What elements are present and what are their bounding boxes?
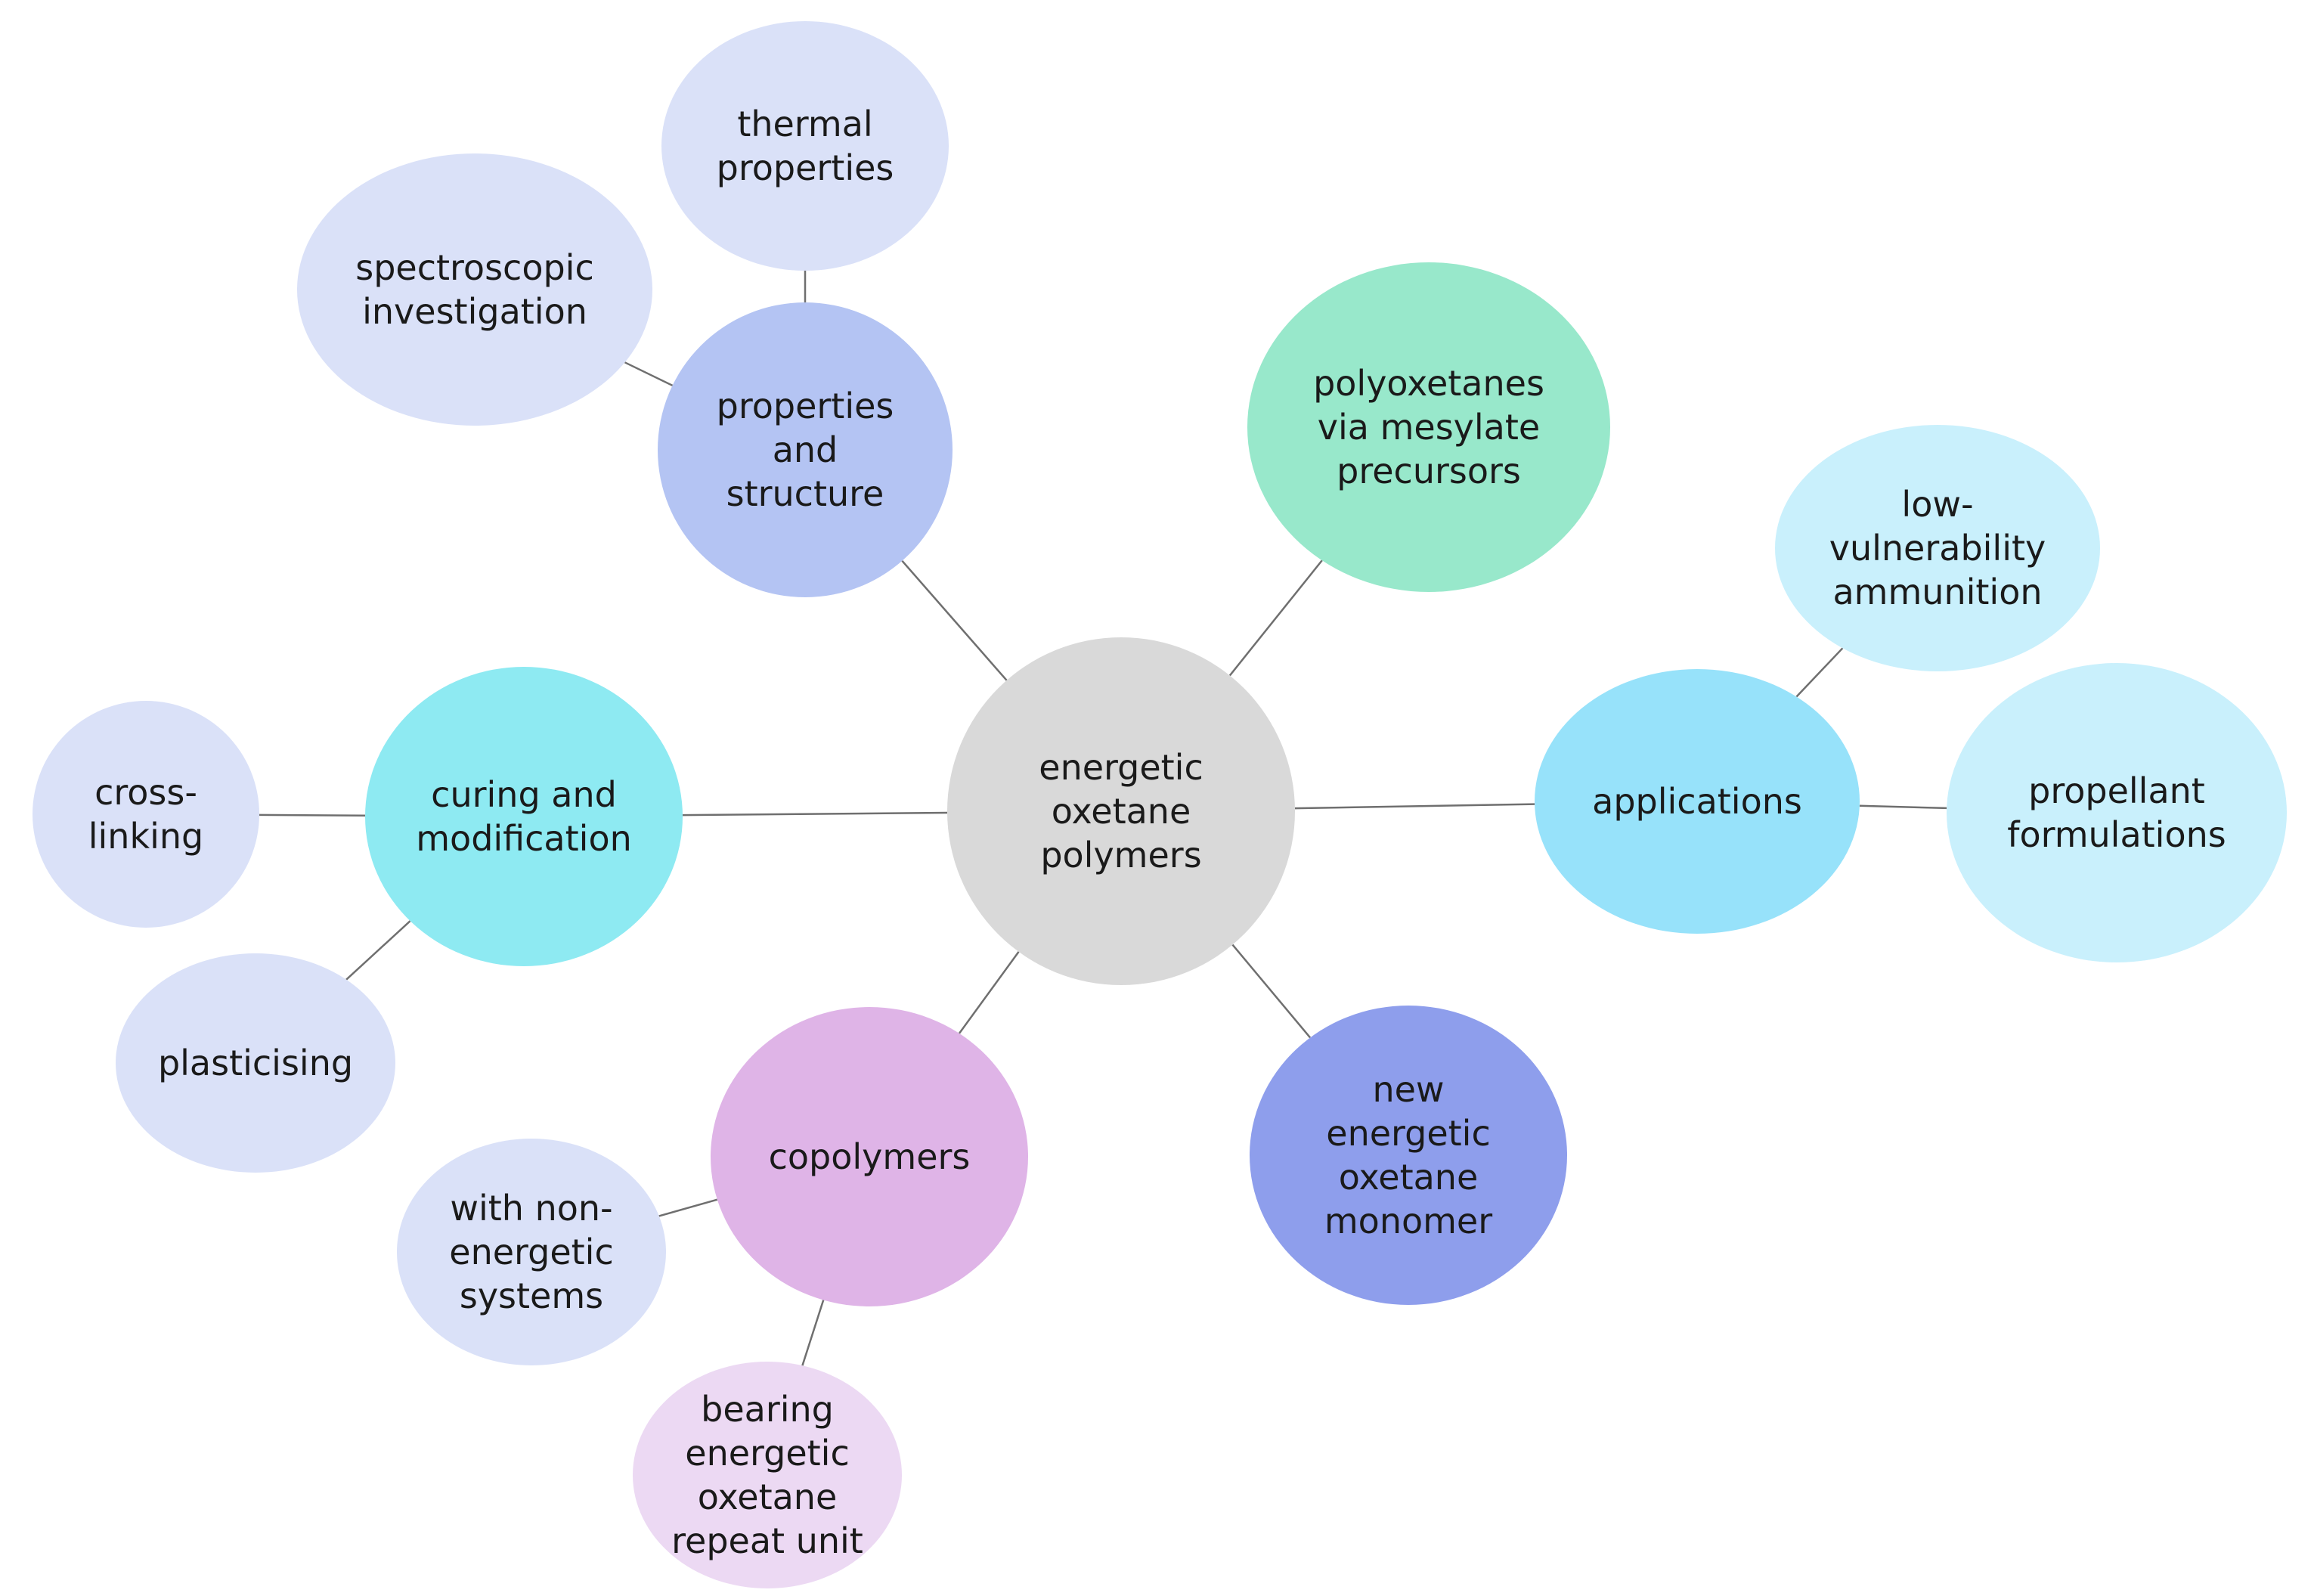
node-applications: applications — [1535, 669, 1860, 934]
edges-layer — [259, 271, 1947, 1366]
node-label-line: precursors — [1337, 451, 1521, 491]
node-copolymers: copolymers — [711, 1007, 1028, 1306]
node-plasticising: plasticising — [116, 953, 395, 1173]
node-label-line: copolymers — [769, 1136, 971, 1177]
node-label-line: repeat unit — [671, 1520, 863, 1561]
node-label-line: curing and — [431, 774, 617, 815]
edge-applications-to-propellant-formulations — [1859, 804, 1947, 810]
node-bubble-curing-modification — [365, 667, 683, 966]
node-bubble-bearing-energetic-oxetane — [633, 1362, 902, 1588]
edge-copolymers-to-with-non-energetic-systems — [658, 1198, 718, 1217]
node-bubble-properties-structure — [658, 302, 953, 597]
node-label-line: energetic — [685, 1433, 849, 1474]
node-label-line: thermal — [737, 104, 872, 144]
node-label-line: linking — [88, 816, 204, 857]
edge-center-to-applications — [1294, 803, 1535, 810]
node-label-line: vulnerability — [1829, 528, 2046, 569]
node-bubble-low-vulnerability-ammunition — [1775, 425, 2100, 671]
node-label-line: bearing — [701, 1389, 834, 1430]
node-cross-linking: cross-linking — [33, 701, 259, 928]
node-label-line: and — [773, 429, 838, 470]
node-label-line: low- — [1901, 484, 1973, 525]
edge-applications-to-low-vulnerability-ammunition — [1795, 647, 1844, 698]
node-label-line: polymers — [1040, 835, 1201, 875]
node-label-line: properties — [717, 386, 894, 426]
node-bubble-thermal-properties — [661, 21, 949, 271]
node-label-line: properties — [717, 147, 894, 188]
edge-center-to-properties-structure — [901, 559, 1008, 681]
node-label-line: cross- — [94, 772, 197, 813]
node-bubble-center — [947, 637, 1295, 985]
node-bubble-cross-linking — [33, 701, 259, 928]
node-label-plasticising: plasticising — [158, 1043, 353, 1083]
node-label-line: structure — [726, 473, 884, 514]
edge-curing-modification-to-cross-linking — [259, 813, 366, 817]
node-label-line: modification — [416, 818, 632, 859]
node-label-line: applications — [1592, 781, 1802, 822]
node-bubble-applications — [1535, 669, 1860, 934]
edge-properties-structure-to-spectroscopic-investigation — [624, 361, 674, 387]
node-label-line: with non- — [450, 1188, 612, 1229]
node-label-line: energetic — [449, 1232, 613, 1272]
node-label-applications: applications — [1592, 781, 1802, 822]
node-label-line: formulations — [2007, 814, 2226, 855]
node-bubble-spectroscopic-investigation — [297, 153, 652, 426]
edge-center-to-curing-modification — [682, 811, 948, 817]
node-label-line: polyoxetanes — [1313, 363, 1544, 404]
node-label-copolymers: copolymers — [769, 1136, 971, 1177]
node-label-line: investigation — [362, 291, 587, 332]
edge-copolymers-to-bearing-energetic-oxetane — [801, 1300, 825, 1366]
node-label-line: via mesylate — [1318, 407, 1540, 448]
node-label-line: systems — [460, 1275, 603, 1316]
edge-center-to-polyoxetanes-mesylate — [1228, 559, 1323, 677]
node-label-line: new — [1372, 1069, 1444, 1110]
node-bubble-plasticising — [116, 953, 395, 1173]
node-label-line: oxetane — [698, 1477, 838, 1517]
edge-center-to-new-energetic-monomer — [1231, 944, 1312, 1039]
edge-curing-modification-to-plasticising — [345, 920, 411, 981]
edge-center-to-copolymers — [958, 951, 1020, 1034]
node-bubble-polyoxetanes-mesylate — [1247, 262, 1610, 592]
node-label-line: oxetane — [1052, 791, 1191, 832]
node-label-line: oxetane — [1339, 1157, 1479, 1198]
node-bubble-copolymers — [711, 1007, 1028, 1306]
node-label-line: energetic — [1326, 1113, 1490, 1154]
node-bubble-new-energetic-monomer — [1250, 1006, 1567, 1305]
node-bubble-with-non-energetic-systems — [397, 1139, 666, 1365]
node-label-line: propellant — [2028, 770, 2205, 811]
node-label-line: monomer — [1324, 1201, 1492, 1241]
node-label-line: ammunition — [1832, 572, 2042, 612]
node-label-line: plasticising — [158, 1043, 353, 1083]
node-bubble-propellant-formulations — [1947, 663, 2287, 962]
node-label-line: energetic — [1039, 747, 1203, 788]
node-label-cross-linking: cross-linking — [88, 772, 204, 857]
node-label-line: spectroscopic — [355, 247, 594, 288]
